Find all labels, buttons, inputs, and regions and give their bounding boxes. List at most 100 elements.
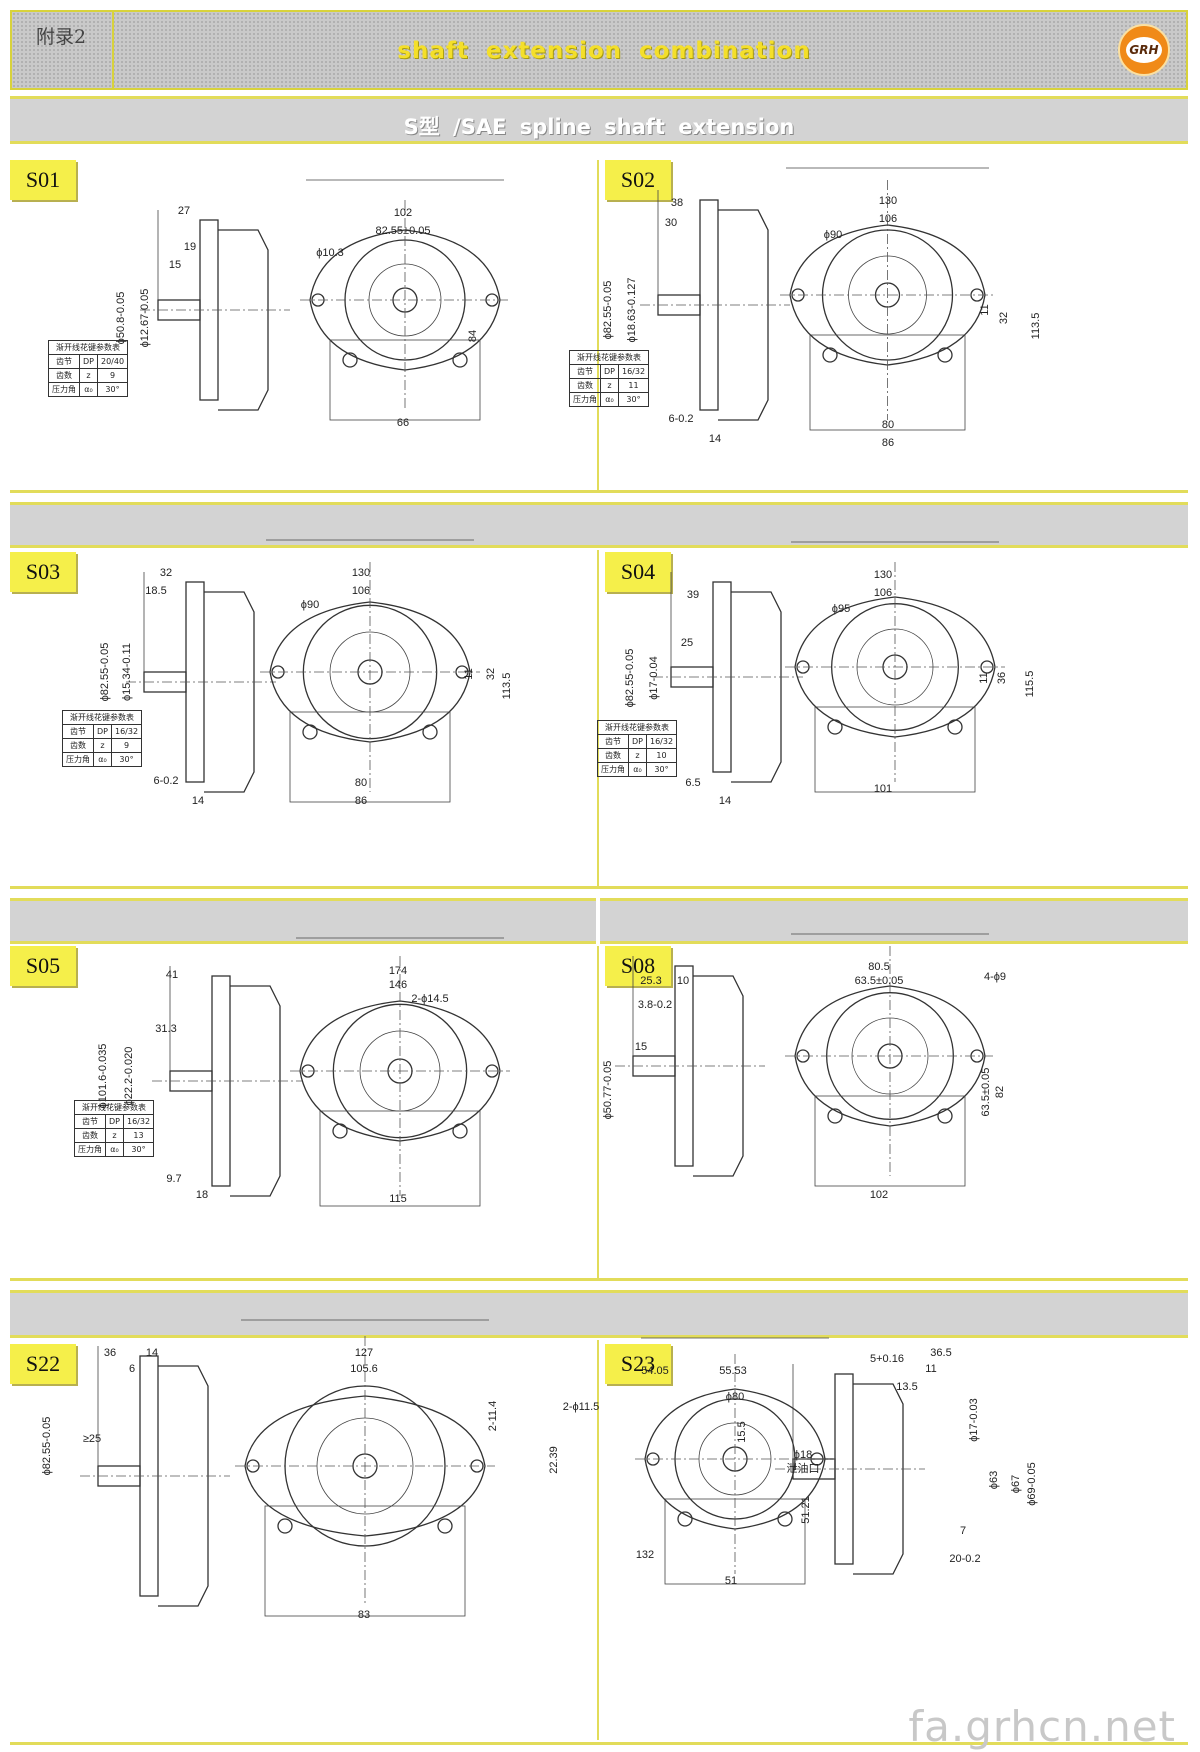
- front-dimension-label: 63.5±0.05: [980, 1068, 992, 1117]
- port-hole: [947, 719, 963, 735]
- mounting-flange-outline: [269, 601, 471, 743]
- param-name: 齿节: [569, 364, 601, 379]
- side-dimension-label: ϕ12.67-0.05: [139, 289, 151, 348]
- side-dimension-label: 36: [104, 1347, 116, 1359]
- drawing-code: S02: [605, 160, 671, 200]
- param-name: 压力角: [597, 762, 629, 777]
- front-dimension-label: 115.5: [1024, 671, 1036, 698]
- divider-vertical: [597, 160, 599, 492]
- pump-body-outline: [158, 1365, 209, 1607]
- front-dimension-label: 86: [882, 437, 894, 449]
- param-value: 16/32: [645, 734, 678, 749]
- param-value: 30°: [110, 752, 143, 767]
- mounting-flange-outline: [794, 596, 996, 738]
- table-title: 渐开线花键参数表: [47, 340, 129, 355]
- front-dimension-label: 101: [874, 783, 892, 795]
- side-dimension-label: ϕ82.55-0.05: [99, 643, 111, 702]
- divider-vertical: [597, 1340, 599, 1740]
- front-dimension-label: 11: [463, 668, 475, 679]
- front-dimension-label: 11: [979, 304, 991, 315]
- side-dimension-label: 14: [192, 795, 204, 807]
- side-dimension-label: 3.8-0.2: [638, 999, 672, 1011]
- side-dimension-label: 41: [166, 969, 178, 981]
- port-hole: [937, 1108, 953, 1124]
- side-dimension-label: 6-0.2: [668, 413, 693, 425]
- side-view: [775, 1364, 925, 1575]
- front-dimension-label: 2-ϕ11.5: [563, 1401, 600, 1413]
- port-hole: [937, 347, 953, 363]
- front-dimension-label: 51.21: [800, 1496, 812, 1524]
- mounting-flange-outline: [244, 1395, 486, 1537]
- front-view: [785, 933, 995, 1187]
- logo-text: GRH: [1126, 37, 1162, 63]
- param-symbol: α₀: [105, 1142, 124, 1157]
- port-hole: [677, 1511, 693, 1527]
- side-dimension-label: ϕ69-0.05: [1026, 1462, 1038, 1505]
- front-dimension-label: 113.5: [1030, 313, 1042, 340]
- side-dimension-label: ϕ82.55-0.05: [602, 281, 614, 340]
- param-symbol: DP: [105, 1114, 124, 1129]
- front-view: [235, 1319, 495, 1617]
- front-dimension-label: 84: [467, 330, 479, 342]
- appendix-box: 附录2: [12, 12, 114, 88]
- param-value: 9: [96, 368, 129, 383]
- param-name: 齿数: [48, 368, 80, 383]
- section-title: S型 /SAE spline shaft extension: [403, 115, 795, 139]
- front-dimension-label: 54.05: [641, 1365, 669, 1377]
- pump-body-outline: [204, 591, 255, 793]
- front-dimension-label: 55.53: [719, 1365, 747, 1377]
- front-dimension-label: 130: [879, 195, 897, 207]
- param-name: 齿数: [74, 1128, 106, 1143]
- port-hole: [452, 352, 468, 368]
- table-title: 渐开线花键参数表: [73, 1100, 155, 1115]
- param-value: 20/40: [96, 354, 129, 369]
- side-dimension-label: 10: [677, 975, 689, 987]
- front-dimension-label: 132: [636, 1549, 654, 1561]
- section-bar-spline: S型 /SAE spline shaft extension: [10, 96, 1188, 144]
- side-dimension-label: 14: [709, 433, 721, 445]
- front-dimension-label: 106: [874, 587, 892, 599]
- side-dimension-label: 32: [160, 567, 172, 579]
- front-dimension-label: 82.55±0.05: [376, 225, 431, 237]
- front-dimension-label: 2-11.4: [487, 1401, 499, 1431]
- port-hole: [277, 1518, 293, 1534]
- front-dimension-label: 105.6: [350, 1363, 378, 1375]
- table-title: 渐开线花键参数表: [596, 720, 678, 735]
- side-view: [152, 966, 302, 1197]
- side-dimension-label: 38: [671, 197, 683, 209]
- param-name: 压力角: [48, 382, 80, 397]
- front-dimension-label: 102: [394, 207, 412, 219]
- port-hole: [302, 724, 318, 740]
- side-view: [80, 1346, 230, 1607]
- front-dimension-label: 130: [874, 569, 892, 581]
- front-dimension-label: ϕ18: [794, 1449, 812, 1461]
- param-symbol: z: [79, 368, 98, 383]
- param-value: 16/32: [110, 724, 143, 739]
- side-dimension-label: 6: [129, 1363, 135, 1375]
- side-dimension-label: 30: [665, 217, 677, 229]
- param-value: 13: [122, 1128, 155, 1143]
- pump-body-outline: [853, 1383, 904, 1575]
- drawing-code: S04: [605, 552, 671, 592]
- front-view: [300, 179, 510, 421]
- param-symbol: z: [93, 738, 112, 753]
- port-hole: [827, 1108, 843, 1124]
- side-dimension-label: 20-0.2: [949, 1553, 980, 1565]
- drawing-code: S22: [10, 1344, 76, 1384]
- param-value: 30°: [617, 392, 650, 407]
- side-dimension-label: 18.5: [145, 585, 166, 597]
